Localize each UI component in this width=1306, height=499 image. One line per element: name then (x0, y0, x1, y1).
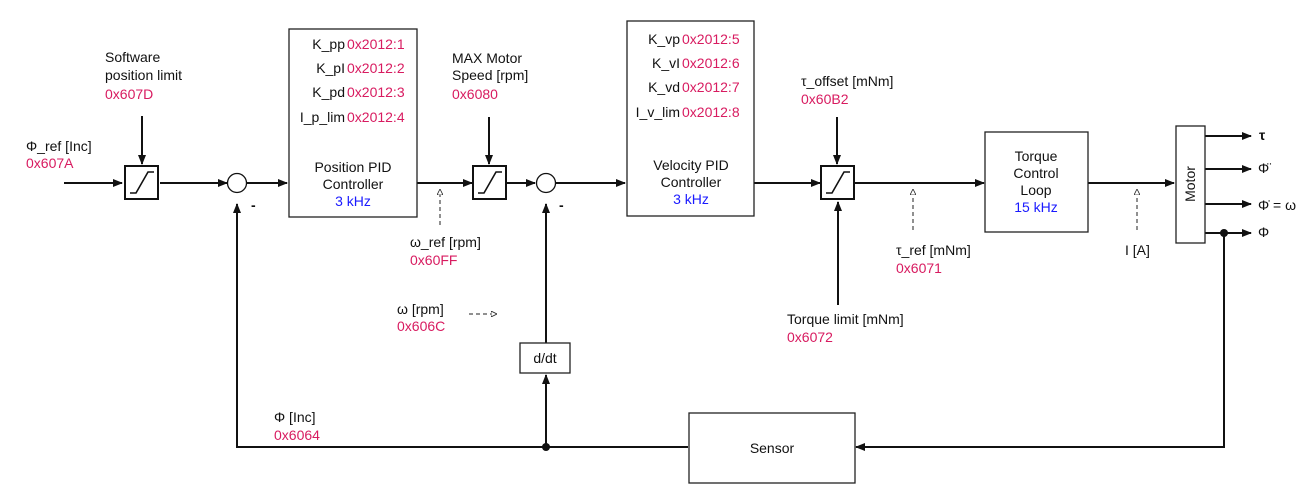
phi-ref-index: 0x607A (26, 155, 74, 171)
position-pid-freq: 3 kHz (335, 193, 371, 209)
sensor-to-sum1-wire (233, 203, 688, 448)
velocity-pid-block (626, 20, 755, 217)
sw-limit-index: 0x607D (105, 86, 153, 102)
ddt-block (519, 342, 571, 374)
saturation-block-torque (820, 165, 855, 200)
param-index: 0x2012:3 (347, 84, 405, 100)
torque-loop-line2: Control (1013, 165, 1058, 181)
minus-sign-position: - (251, 197, 256, 213)
velocity-pid-params: K_vp 0x2012:5 K_vI 0x2012:6 K_vd 0x2012:… (636, 31, 740, 120)
summing-junction-velocity (535, 172, 557, 194)
output-phi-ddot: Φ̈ (1258, 160, 1271, 176)
tau-ref-index: 0x6071 (896, 260, 942, 276)
velocity-pid-title: Velocity PID (653, 157, 728, 173)
param-index: 0x2012:6 (682, 55, 740, 71)
param-index: 0x2012:5 (682, 31, 740, 47)
saturation-block-speed (472, 165, 507, 200)
motor-label: Motor (1182, 166, 1198, 202)
velocity-pid-freq: 3 kHz (673, 191, 709, 207)
torque-loop-freq: 15 kHz (1014, 199, 1058, 215)
torque-limit-index: 0x6072 (787, 329, 833, 345)
param-name: I_p_lim (300, 109, 345, 125)
param-name: K_pp (312, 36, 345, 52)
motor-to-sensor-wire (855, 233, 1225, 451)
torque-loop-block (984, 131, 1089, 233)
tau-offset-label: τ_offset [mNm] (801, 73, 893, 89)
position-pid-params: K_pp 0x2012:1 K_pI 0x2012:2 K_pd 0x2012:… (300, 36, 405, 125)
sw-limit-label-1: Software (105, 49, 160, 65)
saturation-block-position (124, 165, 159, 200)
motor-block (1175, 125, 1206, 244)
max-speed-label-1: MAX Motor (452, 50, 522, 66)
omega-label: ω [rpm] (397, 301, 444, 317)
param-index: 0x2012:1 (347, 36, 405, 52)
param-name: K_vp (648, 31, 680, 47)
phi-feedback-index: 0x6064 (274, 427, 320, 443)
sensor-block (688, 412, 856, 484)
omega-ref-index: 0x60FF (410, 252, 457, 268)
phi-feedback-label: Φ [Inc] (274, 409, 316, 425)
ddt-label: d/dt (533, 350, 556, 366)
tau-ref-label: τ_ref [mNm] (896, 242, 971, 258)
param-name: K_pd (312, 84, 345, 100)
output-phi: Φ (1258, 224, 1269, 240)
summing-junction-position (226, 172, 248, 194)
max-speed-label-2: Speed [rpm] (452, 67, 528, 83)
torque-loop-line1: Torque (1015, 148, 1058, 164)
param-index: 0x2012:8 (682, 104, 740, 120)
tau-offset-index: 0x60B2 (801, 91, 849, 107)
position-pid-subtitle: Controller (323, 176, 384, 192)
sensor-label: Sensor (750, 440, 795, 456)
param-name: K_vd (648, 79, 680, 95)
omega-index: 0x606C (397, 318, 445, 334)
param-index: 0x2012:2 (347, 60, 405, 76)
output-tau: τ (1259, 127, 1266, 143)
torque-limit-label: Torque limit [mNm] (787, 311, 904, 327)
sw-limit-label-2: position limit (105, 67, 182, 83)
position-pid-title: Position PID (314, 159, 391, 175)
param-index: 0x2012:4 (347, 109, 405, 125)
minus-sign-velocity: - (559, 197, 564, 213)
param-name: I_v_lim (636, 104, 680, 120)
phi-ref-label: Φ_ref [Inc] (26, 138, 92, 154)
torque-loop-line3: Loop (1020, 182, 1051, 198)
velocity-pid-subtitle: Controller (661, 174, 722, 190)
current-label: I [A] (1125, 242, 1150, 258)
param-index: 0x2012:7 (682, 79, 740, 95)
param-name: K_vI (652, 55, 680, 71)
max-speed-index: 0x6080 (452, 86, 498, 102)
output-omega: Φ̇ = ω (1258, 197, 1296, 213)
position-pid-block (288, 28, 418, 218)
omega-ref-label: ω_ref [rpm] (410, 234, 481, 250)
param-name: K_pI (316, 60, 345, 76)
